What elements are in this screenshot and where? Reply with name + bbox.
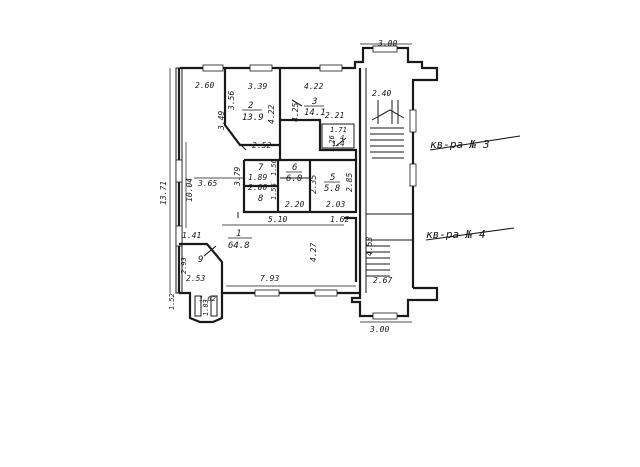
dimension-labels: 3.00 3.00 13.71 10.04 3.39 3.56 3.49 4.2… [159, 39, 397, 334]
window [175, 159, 183, 183]
dim-bay-w: 1.62 [199, 295, 216, 303]
dim-hall-w: 3.65 [197, 179, 217, 188]
dim-r2-right: 4.22 [267, 105, 276, 124]
window [249, 64, 273, 72]
dim-r2-bottom: 2.52 [252, 141, 271, 150]
dim-main-bottom: 7.93 [260, 274, 279, 283]
dim-main-right: 4.27 [309, 243, 318, 262]
dim-r6-side: 2.35 [309, 175, 318, 194]
dim-r7-right: 1.56 [270, 159, 278, 176]
window [319, 64, 343, 72]
door-marks [203, 99, 347, 257]
room-3-area: 14.1 [304, 108, 326, 118]
window [409, 109, 417, 133]
dim-r3-top: 4.22 [304, 82, 323, 91]
dim-r5-side: 2.85 [345, 173, 354, 192]
wall-hall-right [344, 216, 358, 282]
room-7-id: 7 [258, 163, 264, 173]
room-labels: 2 13.9 3 14.1 4 1.4 7 8 6 6.0 5 5.8 [198, 97, 345, 265]
window [254, 289, 280, 297]
window [175, 225, 183, 247]
window [314, 289, 338, 297]
dim-bath-w: 1.71 [330, 126, 347, 134]
window [372, 45, 398, 53]
dim-bath-h: 1.26 [328, 135, 336, 152]
room-3-id: 3 [311, 97, 317, 107]
staircases [366, 100, 405, 277]
room-1-area: 64.8 [228, 241, 250, 251]
wall-room-9 [179, 242, 224, 293]
room-7: 7 [258, 163, 264, 173]
room-2-area: 13.9 [242, 113, 264, 123]
room-6-id: 6 [292, 163, 297, 173]
dim-r2-side2: 3.49 [217, 111, 226, 131]
room-4-area: 1.4 [332, 140, 345, 148]
dim-bottom-outer: 3.00 [369, 325, 389, 334]
room-5: 5 5.8 [324, 173, 340, 194]
dim-r9-top: 1.41 [182, 231, 201, 240]
dim-bay-h: 1.03 [202, 299, 210, 316]
room-6: 6 6.0 [286, 163, 302, 184]
wall-core-block [242, 158, 358, 214]
dim-left-height: 13.71 [159, 181, 168, 205]
window [372, 312, 398, 320]
dim-r6-bottom: 2.20 [285, 200, 304, 209]
window [202, 64, 224, 72]
wall-room-2 [223, 68, 280, 147]
apartment-3-underline [429, 135, 521, 151]
room-9: 9 [198, 255, 203, 265]
windows [175, 45, 417, 320]
dim-r5-bottom: 2.03 [326, 200, 345, 209]
dim-stair-top: 2.40 [372, 89, 391, 98]
bay-window [194, 295, 218, 317]
outer-wall-top [180, 46, 439, 86]
room-8-id: 8 [258, 194, 263, 204]
dim-r2-top: 3.39 [247, 82, 267, 91]
dim-r9-side: 2.93 [180, 257, 188, 274]
room-9-id: 9 [198, 255, 203, 265]
dimension-lines [169, 43, 412, 323]
dim-main-top2: 1.62 [330, 215, 349, 224]
wall-room-3 [280, 118, 358, 160]
dim-r3-left: 4.25 [291, 103, 300, 122]
room-2: 2 13.9 [242, 101, 264, 123]
room-8: 8 [258, 194, 263, 204]
dim-r3-bottom: 2.21 [325, 111, 344, 120]
room-3: 3 14.1 [304, 97, 326, 118]
stair-upper [370, 100, 405, 159]
dim-stair2-side: 4.53 [365, 237, 374, 256]
dim-corner-top: 2.60 [195, 81, 214, 90]
interior-walls [179, 68, 413, 293]
dim-main-top: 5.10 [268, 215, 287, 224]
stair-lower [366, 245, 390, 277]
dim-r2-side: 3.56 [227, 91, 236, 111]
dim-r9-bottom: 2.53 [186, 274, 205, 283]
room-2-id: 2 [248, 101, 253, 111]
dim-stair2-bottom: 2.67 [373, 276, 392, 285]
room-4: 4 1.4 [332, 134, 345, 148]
outer-wall-bottom [179, 286, 439, 324]
dim-left-inner: 10.04 [185, 178, 194, 202]
room-5-id: 5 [330, 173, 335, 183]
room-6-area: 6.0 [286, 174, 302, 184]
room-4-id: 4 [340, 134, 344, 142]
dim-r8-h: 1.56 [270, 183, 278, 200]
dim-r7-w: 1.89 [248, 173, 267, 182]
room-1: 1 64.8 [228, 229, 252, 251]
apartment-4-underline [425, 227, 515, 241]
dim-r8-w: 2.00 [248, 183, 267, 192]
room-1-id: 1 [236, 229, 241, 239]
dim-r7-left: 3.79 [233, 167, 242, 187]
room-5-area: 5.8 [324, 184, 340, 194]
bathroom-4 [321, 123, 355, 149]
dim-bay-left: 1.52 [168, 293, 176, 310]
dim-top-outer: 3.00 [377, 39, 397, 48]
window [409, 163, 417, 187]
apartment-annotations: кв-ра № 3 кв-ра № 4 [425, 135, 521, 241]
